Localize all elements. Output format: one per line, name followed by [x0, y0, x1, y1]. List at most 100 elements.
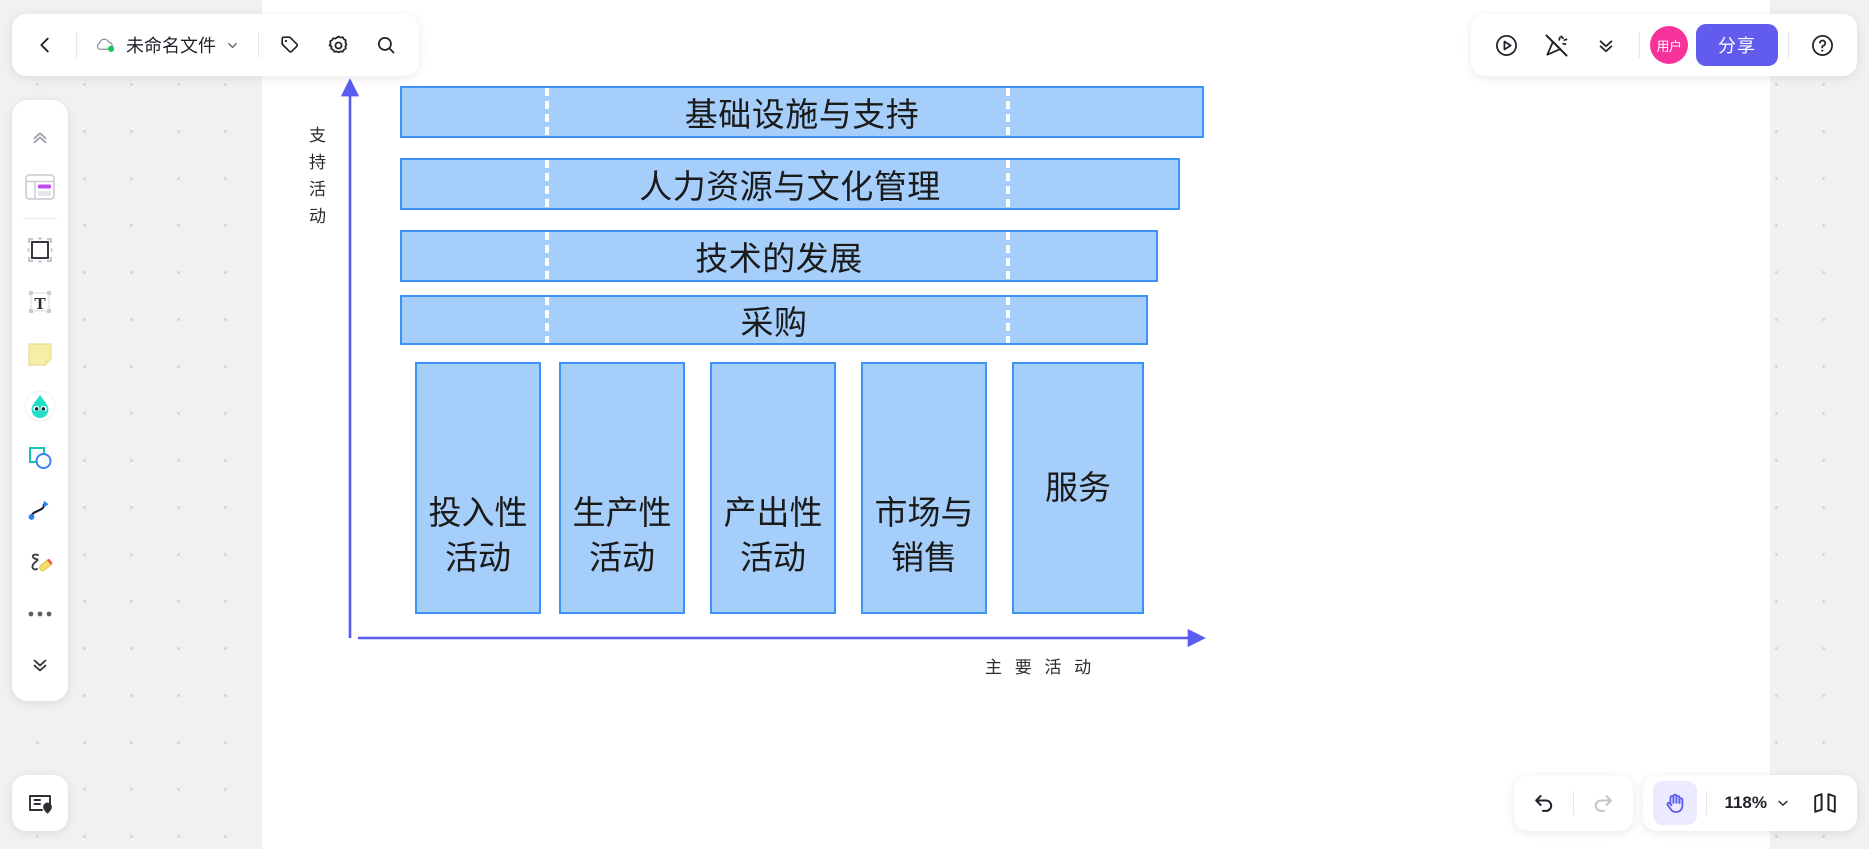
- hand-tool-button[interactable]: [1653, 781, 1698, 825]
- search-icon: [377, 36, 395, 54]
- sidebar-item-template[interactable]: [16, 162, 64, 212]
- shapes-icon: [29, 447, 52, 469]
- support-bar-3[interactable]: 技术的发展: [400, 230, 1158, 282]
- bar-divider-left: [545, 297, 549, 343]
- sidebar-item-frame[interactable]: [16, 225, 64, 275]
- sidebar-scroll-down-button[interactable]: [16, 641, 64, 691]
- redo-arrow-icon: [1594, 795, 1612, 812]
- sidebar-item-more[interactable]: [16, 589, 64, 639]
- pen-icon: [31, 553, 53, 572]
- search-button[interactable]: [363, 22, 409, 68]
- bar-divider-left: [545, 88, 549, 136]
- celebrate-button[interactable]: [1533, 22, 1579, 68]
- sidebar-item-text[interactable]: T: [16, 277, 64, 327]
- help-button[interactable]: [1799, 22, 1845, 68]
- bar-divider-right: [1006, 232, 1010, 280]
- zoom-control-group: 118%: [1643, 775, 1857, 831]
- bar-divider-left: [545, 232, 549, 280]
- svg-text:T: T: [34, 294, 46, 313]
- divider: [1639, 32, 1640, 58]
- left-tool-sidebar: T: [12, 100, 68, 701]
- minimap-icon: [29, 795, 52, 814]
- question-circle-icon: [1811, 34, 1833, 56]
- tag-button[interactable]: [267, 22, 313, 68]
- present-button[interactable]: [1483, 22, 1529, 68]
- support-bar-4-label: 采购: [740, 304, 808, 341]
- primary-column-5-label: 服务: [1045, 468, 1111, 506]
- sidebar-item-shapes[interactable]: [16, 433, 64, 483]
- chevron-down-icon: [228, 42, 237, 48]
- play-circle-icon: [1495, 34, 1517, 56]
- bar-divider-right: [1006, 160, 1010, 208]
- back-button[interactable]: [22, 22, 68, 68]
- hand-tool-icon: [1667, 793, 1684, 813]
- primary-column-1-label: 投入性活动: [428, 494, 528, 576]
- share-button-label: 分享: [1718, 36, 1756, 56]
- settings-button[interactable]: [315, 22, 361, 68]
- map-view-button[interactable]: [1803, 781, 1847, 825]
- primary-column-4-label: 市场与销售: [874, 494, 974, 576]
- bar-divider-right: [1006, 88, 1010, 136]
- primary-column-2[interactable]: 生产性活动: [559, 362, 685, 614]
- zoom-level-dropdown[interactable]: 118%: [1716, 781, 1799, 825]
- sidebar-scroll-up-button[interactable]: [16, 110, 64, 160]
- primary-column-4[interactable]: 市场与销售: [861, 362, 987, 614]
- text-icon: T: [29, 291, 51, 313]
- gear-icon: [328, 35, 347, 53]
- frame-icon: [27, 237, 53, 263]
- support-bar-1[interactable]: 基础设施与支持: [400, 86, 1204, 138]
- undo-button[interactable]: [1522, 781, 1566, 825]
- undo-redo-group: [1514, 775, 1633, 831]
- party-popper-off-icon: [1545, 34, 1567, 56]
- divider: [258, 32, 259, 58]
- support-bar-3-label: 技术的发展: [695, 240, 863, 277]
- redo-button[interactable]: [1581, 781, 1625, 825]
- sticky-note-icon: [28, 343, 52, 366]
- avatar[interactable]: 用户: [1650, 26, 1688, 64]
- template-icon: [25, 174, 55, 200]
- minimap-button[interactable]: [12, 775, 68, 831]
- double-chevron-down-icon: [33, 659, 47, 672]
- sidebar-item-ai-assistant[interactable]: [16, 381, 64, 431]
- sidebar-item-connector[interactable]: [16, 485, 64, 535]
- document-title: 未命名文件: [126, 36, 216, 56]
- chevron-left-icon: [40, 37, 49, 53]
- primary-column-3[interactable]: 产出性活动: [710, 362, 836, 614]
- undo-arrow-icon: [1535, 795, 1553, 812]
- double-chevron-up-icon: [33, 132, 47, 144]
- support-bar-4[interactable]: 采购: [400, 295, 1148, 345]
- bar-divider-left: [545, 160, 549, 208]
- top-right-toolbar: 用户 分享: [1471, 14, 1857, 76]
- bar-divider-right: [1006, 297, 1010, 343]
- map-book-icon: [1814, 793, 1836, 813]
- divider: [23, 218, 57, 219]
- zoom-level-value: 118%: [1724, 793, 1767, 812]
- double-chevron-down-icon: [1599, 40, 1613, 53]
- more-icon: [28, 611, 52, 617]
- divider: [1573, 791, 1574, 815]
- ai-assistant-icon: [24, 390, 56, 422]
- document-titlebar: 未命名文件: [12, 14, 419, 76]
- document-name-group[interactable]: 未命名文件: [85, 22, 250, 68]
- primary-column-2-label: 生产性活动: [572, 494, 672, 576]
- cloud-synced-icon: [96, 38, 115, 52]
- collapse-toolbar-button[interactable]: [1583, 22, 1629, 68]
- support-bar-2-label: 人力资源与文化管理: [639, 168, 941, 205]
- divider: [1788, 32, 1789, 58]
- share-button[interactable]: 分享: [1696, 24, 1778, 66]
- support-bar-2[interactable]: 人力资源与文化管理: [400, 158, 1180, 210]
- divider: [1706, 791, 1708, 815]
- primary-column-3-label: 产出性活动: [723, 494, 823, 576]
- primary-column-1[interactable]: 投入性活动: [415, 362, 541, 614]
- connector-icon: [28, 500, 49, 520]
- sidebar-item-pen[interactable]: [16, 537, 64, 587]
- tag-icon: [281, 36, 299, 53]
- avatar-label: 用户: [1656, 38, 1682, 54]
- primary-column-5[interactable]: 服务: [1012, 362, 1144, 614]
- y-axis-label: 支持活动: [309, 126, 327, 226]
- x-axis-label: 主 要 活 动: [985, 658, 1096, 677]
- sidebar-item-sticky-note[interactable]: [16, 329, 64, 379]
